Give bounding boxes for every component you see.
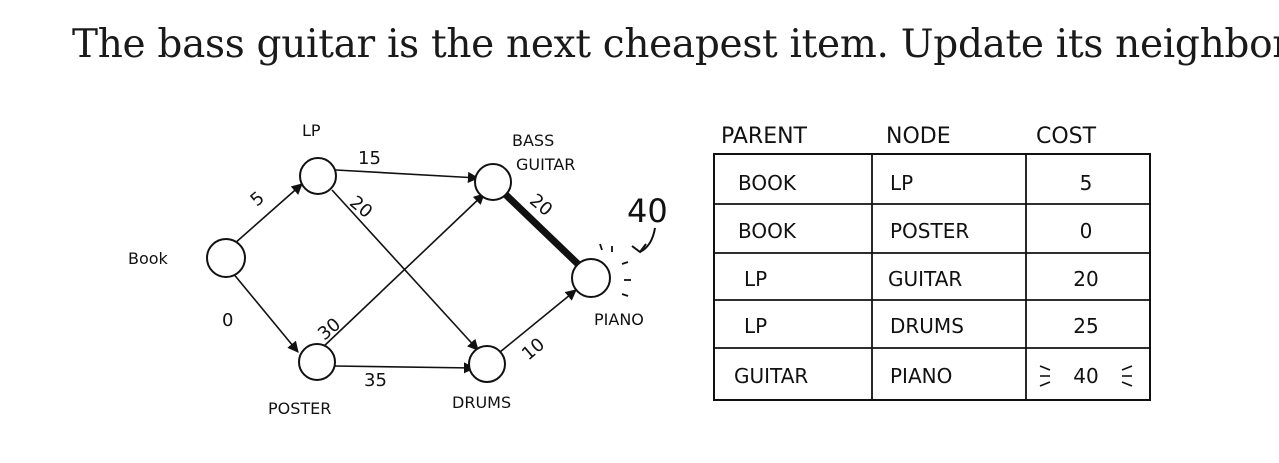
table-row: LP DRUMS 25 <box>744 314 1099 338</box>
table-cell-node: PIANO <box>890 364 952 388</box>
table-frame <box>713 153 1151 401</box>
edge-poster-drums <box>333 362 476 374</box>
piano-highlight-marks <box>599 243 631 297</box>
table-cell-cost: 40 <box>1073 364 1098 388</box>
caption: The bass guitar is the next cheapest ite… <box>72 22 1279 67</box>
updated-cost-label: 40 <box>627 192 668 230</box>
table-cell-node: LP <box>890 171 913 195</box>
edge-weight-book-lp: 5 <box>247 188 269 211</box>
table-row: BOOK LP 5 <box>738 171 1092 195</box>
edge-poster-guitar <box>321 193 485 349</box>
node-bass-guitar <box>474 163 512 201</box>
table-cell-cost: 5 <box>1080 171 1093 195</box>
node-piano <box>571 258 611 298</box>
edge-weight-lp-drums: 20 <box>345 192 376 223</box>
table-header-parent: PARENT <box>721 124 808 149</box>
table-cell-parent: LP <box>744 267 767 291</box>
node-label-guitar: GUITAR <box>516 155 575 174</box>
edge-weight-poster-guitar: 30 <box>314 314 345 345</box>
table-cell-parent: GUITAR <box>734 364 808 388</box>
edge-weight-drums-piano: 10 <box>518 334 549 365</box>
table-cell-node: DRUMS <box>890 314 964 338</box>
edge-weight-lp-guitar: 15 <box>358 148 381 169</box>
edge-guitar-piano <box>502 191 583 269</box>
node-label-book: Book <box>128 249 169 268</box>
edge-weight-book-poster: 0 <box>222 310 233 331</box>
node-label-lp: LP <box>302 121 321 140</box>
edge-weight-poster-drums: 35 <box>364 370 387 391</box>
table-cell-cost: 25 <box>1073 314 1098 338</box>
cost-highlight-marks <box>1039 365 1133 387</box>
edge-book-lp <box>233 183 303 245</box>
graph-diagram: Book LP BASS GUITAR POSTER DRUMS PIANO 5… <box>128 121 668 418</box>
cost-pointer-arrow <box>631 227 656 254</box>
node-poster <box>298 343 336 381</box>
node-lp <box>299 157 337 195</box>
table-cell-cost: 0 <box>1080 219 1093 243</box>
node-label-drums: DRUMS <box>452 393 511 412</box>
edge-book-poster <box>231 271 299 353</box>
table-cell-cost: 20 <box>1073 267 1098 291</box>
node-label-piano: PIANO <box>594 310 644 329</box>
node-drums <box>468 345 506 383</box>
table-grid <box>714 154 1150 400</box>
table-cell-parent: BOOK <box>738 171 797 195</box>
node-label-bass: BASS <box>512 131 554 150</box>
table-row: BOOK POSTER 0 <box>738 219 1092 243</box>
table-cell-parent: LP <box>744 314 767 338</box>
table-cell-node: GUITAR <box>888 267 962 291</box>
node-label-poster: POSTER <box>268 399 331 418</box>
table-header-node: NODE <box>886 124 951 149</box>
table-row: LP GUITAR 20 <box>744 267 1099 291</box>
edge-lp-guitar <box>335 169 480 184</box>
table-row: GUITAR PIANO 40 <box>734 364 1099 388</box>
cost-table: PARENT NODE COST BOOK LP 5 BOOK POSTER 0… <box>713 124 1151 401</box>
table-header-cost: COST <box>1036 124 1097 149</box>
node-book <box>206 238 246 278</box>
edge-drums-piano <box>499 289 577 353</box>
table-cell-node: POSTER <box>890 219 969 243</box>
table-cell-parent: BOOK <box>738 219 797 243</box>
